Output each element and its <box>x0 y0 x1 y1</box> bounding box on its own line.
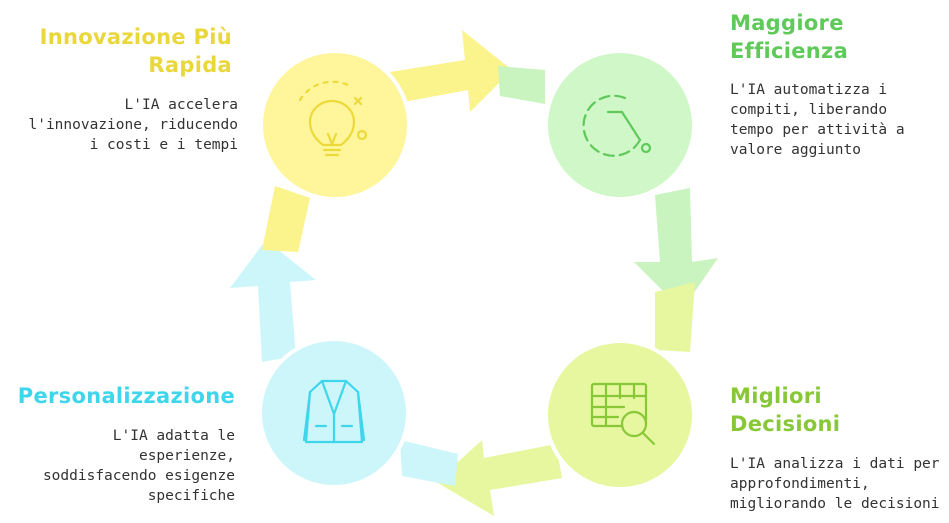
efficiency-title: Maggiore Efficienza <box>730 9 940 65</box>
personalization-desc-line-1: L'IA adatta le <box>112 428 235 444</box>
arrow-right-tail <box>655 282 695 352</box>
decisions-title-line-2: Decisioni <box>730 412 841 436</box>
decisions-desc-line-1: L'IA analizza i dati per <box>730 456 940 472</box>
lightbulb-icon <box>298 80 368 157</box>
personalization-title: Personalizzazione <box>5 382 235 410</box>
innovation-desc-line-1: L'IA accelera <box>124 97 239 113</box>
arrow-top-tail <box>498 66 545 104</box>
decisions-desc-line-2: approfondimenti, <box>730 476 870 492</box>
personalization-desc-line-4: specifiche <box>147 488 235 504</box>
arrow-bottom-tail <box>400 440 458 486</box>
table-search-icon <box>590 382 656 446</box>
personalization-desc-line-3: soddisfacendo esigenze <box>42 468 235 484</box>
personalization-desc-line-2: esperienze, <box>138 448 235 464</box>
decisions-title-line-1: Migliori <box>730 384 822 408</box>
innovation-desc-line-3: i costi e i tempi <box>89 137 238 153</box>
efficiency-title-line-1: Maggiore <box>730 11 844 35</box>
efficiency-description: L'IA automatizza i compiti, liberando te… <box>730 80 940 160</box>
innovation-desc-line-2: l'innovazione, riducendo <box>28 117 238 133</box>
arrow-left <box>230 240 316 362</box>
innovation-title-line-2: Rapida <box>148 53 232 77</box>
decisions-desc-line-3: migliorando le decisioni <box>730 496 940 512</box>
arrow-right <box>634 188 718 310</box>
node-circle-efficiency <box>544 49 696 201</box>
innovation-title-line-1: Innovazione Più <box>39 25 232 49</box>
arrow-bottom <box>436 440 562 516</box>
personalization-description: L'IA adatta le esperienze, soddisfacendo… <box>10 426 235 506</box>
jacket-icon <box>302 379 366 444</box>
arrow-left-tail <box>262 186 310 252</box>
efficiency-desc-line-2: compiti, liberando <box>730 102 888 118</box>
innovation-description: L'IA accelera l'innovazione, riducendo i… <box>10 95 238 155</box>
personalization-title-line-1: Personalizzazione <box>17 384 235 408</box>
timer-icon <box>582 94 652 157</box>
decisions-description: L'IA analizza i dati per approfondimenti… <box>730 454 945 514</box>
efficiency-desc-line-1: L'IA automatizza i <box>730 82 888 98</box>
efficiency-title-line-2: Efficienza <box>730 39 849 63</box>
arrow-top <box>390 30 512 112</box>
efficiency-desc-line-4: valore aggiunto <box>730 142 861 158</box>
decisions-title: Migliori Decisioni <box>730 382 940 438</box>
efficiency-desc-line-3: tempo per attività a <box>730 122 905 138</box>
node-circle-decisions <box>544 339 696 491</box>
innovation-title: Innovazione Più Rapida <box>20 23 232 79</box>
node-circle-innovation <box>259 49 411 201</box>
